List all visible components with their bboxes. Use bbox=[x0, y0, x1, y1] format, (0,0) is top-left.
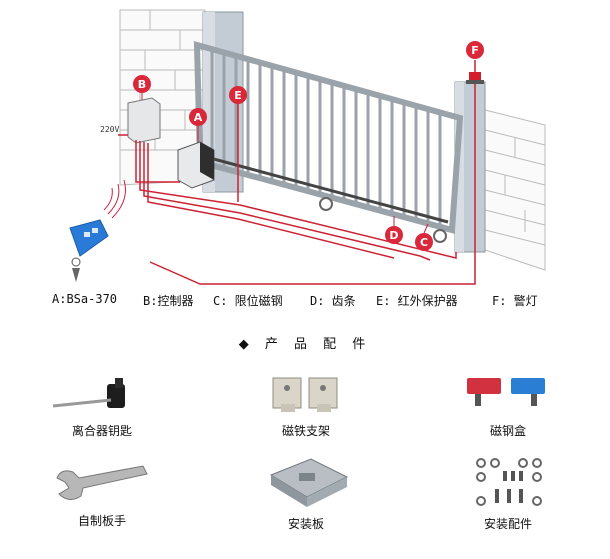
legend-d: D: 齿条 bbox=[310, 294, 356, 308]
legend-f: F: 警灯 bbox=[492, 294, 538, 308]
mounting-plate-icon bbox=[269, 458, 349, 507]
gate-motor bbox=[177, 141, 215, 189]
callout-a: A bbox=[189, 108, 207, 142]
gate-diagram: 220V B A E D bbox=[69, 9, 546, 285]
accessory-label: 安装配件 bbox=[483, 517, 532, 531]
callout-b: B bbox=[133, 75, 151, 100]
gear-rack bbox=[209, 156, 449, 224]
legend-e: E: 红外保护器 bbox=[376, 294, 458, 308]
diamond-bullet-icon: ◆ bbox=[238, 337, 255, 352]
svg-text:E: E bbox=[234, 89, 242, 102]
accessory-label: 磁铁支架 bbox=[281, 424, 330, 438]
voltage-label: 220V bbox=[100, 125, 119, 134]
svg-text:C: C bbox=[420, 236, 428, 249]
callout-c: C bbox=[415, 223, 433, 251]
accessory-wrench: 自制板手 bbox=[22, 458, 182, 529]
wrench-icon bbox=[56, 465, 148, 500]
svg-text:F: F bbox=[471, 44, 479, 57]
svg-text:D: D bbox=[389, 229, 398, 242]
legend-a: A:BSa-370 bbox=[52, 292, 118, 306]
remote-control bbox=[69, 179, 126, 282]
svg-text:A: A bbox=[194, 111, 203, 124]
accessory-magnet-bracket: 磁铁支架 bbox=[226, 368, 386, 439]
accessory-label: 离合器钥匙 bbox=[71, 424, 132, 438]
accessory-label: 安装板 bbox=[287, 517, 324, 531]
accessories-heading: ◆ 产 品 配 件 bbox=[0, 333, 610, 352]
gate-wheel-2 bbox=[433, 229, 447, 243]
controller-box bbox=[127, 97, 161, 144]
right-brick-wall bbox=[484, 109, 546, 271]
magnet-box-icon bbox=[467, 378, 545, 406]
accessory-label: 磁钢盒 bbox=[489, 424, 526, 438]
legend-c: C: 限位磁钢 bbox=[213, 294, 283, 308]
wiring bbox=[118, 60, 476, 285]
callout-f: F bbox=[466, 41, 484, 59]
callout-d: D bbox=[385, 216, 403, 244]
legend-b: B:控制器 bbox=[143, 294, 194, 308]
accessory-screws: 安装配件 bbox=[428, 455, 588, 532]
svg-text:B: B bbox=[138, 78, 146, 91]
screws-icon bbox=[476, 458, 542, 506]
clutch-key-icon bbox=[52, 378, 125, 408]
callout-e: E bbox=[229, 86, 247, 104]
accessories-title: 产 品 配 件 bbox=[264, 337, 372, 352]
magnet-bracket-icon bbox=[272, 377, 338, 412]
accessory-magnet-box: 磁钢盒 bbox=[428, 368, 588, 439]
warning-lamp bbox=[466, 72, 484, 84]
accessory-label: 自制板手 bbox=[77, 514, 126, 528]
gate-wheel-1 bbox=[319, 197, 333, 211]
accessory-clutch-key: 离合器钥匙 bbox=[22, 368, 182, 439]
accessory-mounting-plate: 安装板 bbox=[226, 455, 386, 532]
